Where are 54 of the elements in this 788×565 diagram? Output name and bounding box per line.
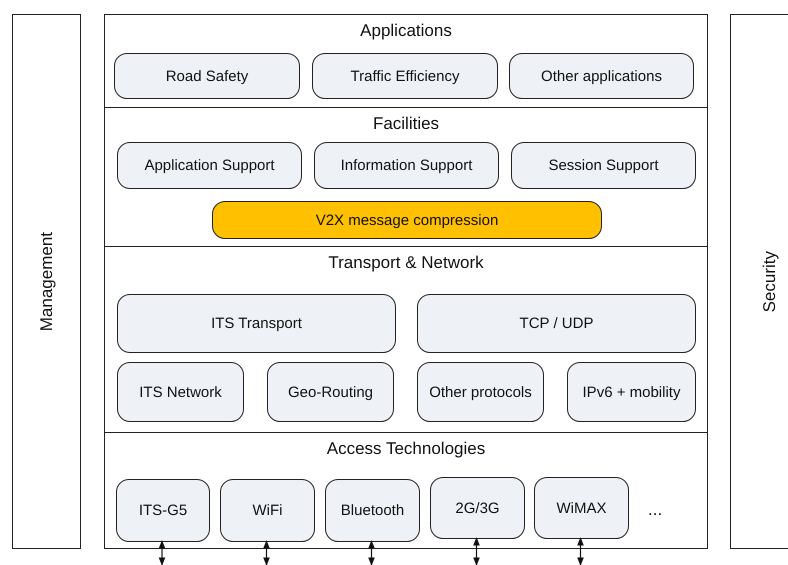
double-arrow [158, 540, 166, 565]
module-label: Application Support [144, 157, 275, 174]
vertical-layer-band [730, 14, 788, 549]
module-label: Geo-Routing [288, 384, 374, 400]
layer-title: Management [36, 232, 56, 332]
module-box [534, 477, 629, 539]
layer-title: Applications [360, 21, 452, 41]
module-box [220, 479, 315, 542]
double-arrow [368, 540, 375, 565]
module-label: Traffic Efficiency [350, 68, 460, 84]
layer-title: Access Technologies [326, 439, 486, 459]
highlighted-module-box [212, 201, 602, 239]
module-box [417, 362, 544, 422]
module-label: WiFi [252, 502, 282, 519]
module-label: IPv6 + mobility [582, 384, 680, 400]
double-arrow [473, 537, 480, 565]
module-box [114, 53, 300, 99]
layer-title: Facilities [372, 114, 440, 134]
module-label: Session Support [548, 157, 659, 174]
module-label: Other protocols [429, 384, 532, 400]
module-label: Road Safety [166, 68, 248, 84]
layer-title: Transport & Network [328, 253, 484, 273]
module-box [117, 294, 396, 353]
layer-band [104, 107, 708, 247]
module-label: ITS-G5 [138, 502, 188, 519]
module-box [314, 142, 499, 189]
module-label: Other applications [541, 68, 662, 84]
double-arrow [577, 537, 584, 565]
module-box [417, 294, 696, 353]
module-label: WiMAX [556, 500, 606, 516]
double-arrow [263, 540, 270, 565]
module-box [511, 142, 696, 189]
ellipsis-text: ... [648, 500, 662, 520]
module-label: V2X message compression [316, 212, 498, 228]
module-box [312, 53, 498, 99]
module-box [567, 362, 696, 422]
module-label: ITS Transport [211, 315, 302, 332]
module-box [116, 479, 210, 542]
module-label: Bluetooth [340, 502, 404, 519]
module-label: Information Support [340, 157, 472, 174]
module-label: ITS Network [139, 384, 222, 400]
module-box [267, 362, 394, 422]
module-box [117, 142, 302, 189]
vertical-layer-band [12, 14, 81, 549]
module-box [117, 362, 244, 422]
module-box [325, 479, 420, 542]
module-label: TCP / UDP [520, 315, 594, 332]
layer-title: Security [760, 250, 780, 312]
layer-band [104, 432, 708, 549]
layer-band [104, 14, 708, 108]
layer-band [104, 246, 708, 433]
module-label: 2G/3G [455, 500, 500, 516]
module-box [430, 477, 525, 539]
module-box [509, 53, 694, 99]
